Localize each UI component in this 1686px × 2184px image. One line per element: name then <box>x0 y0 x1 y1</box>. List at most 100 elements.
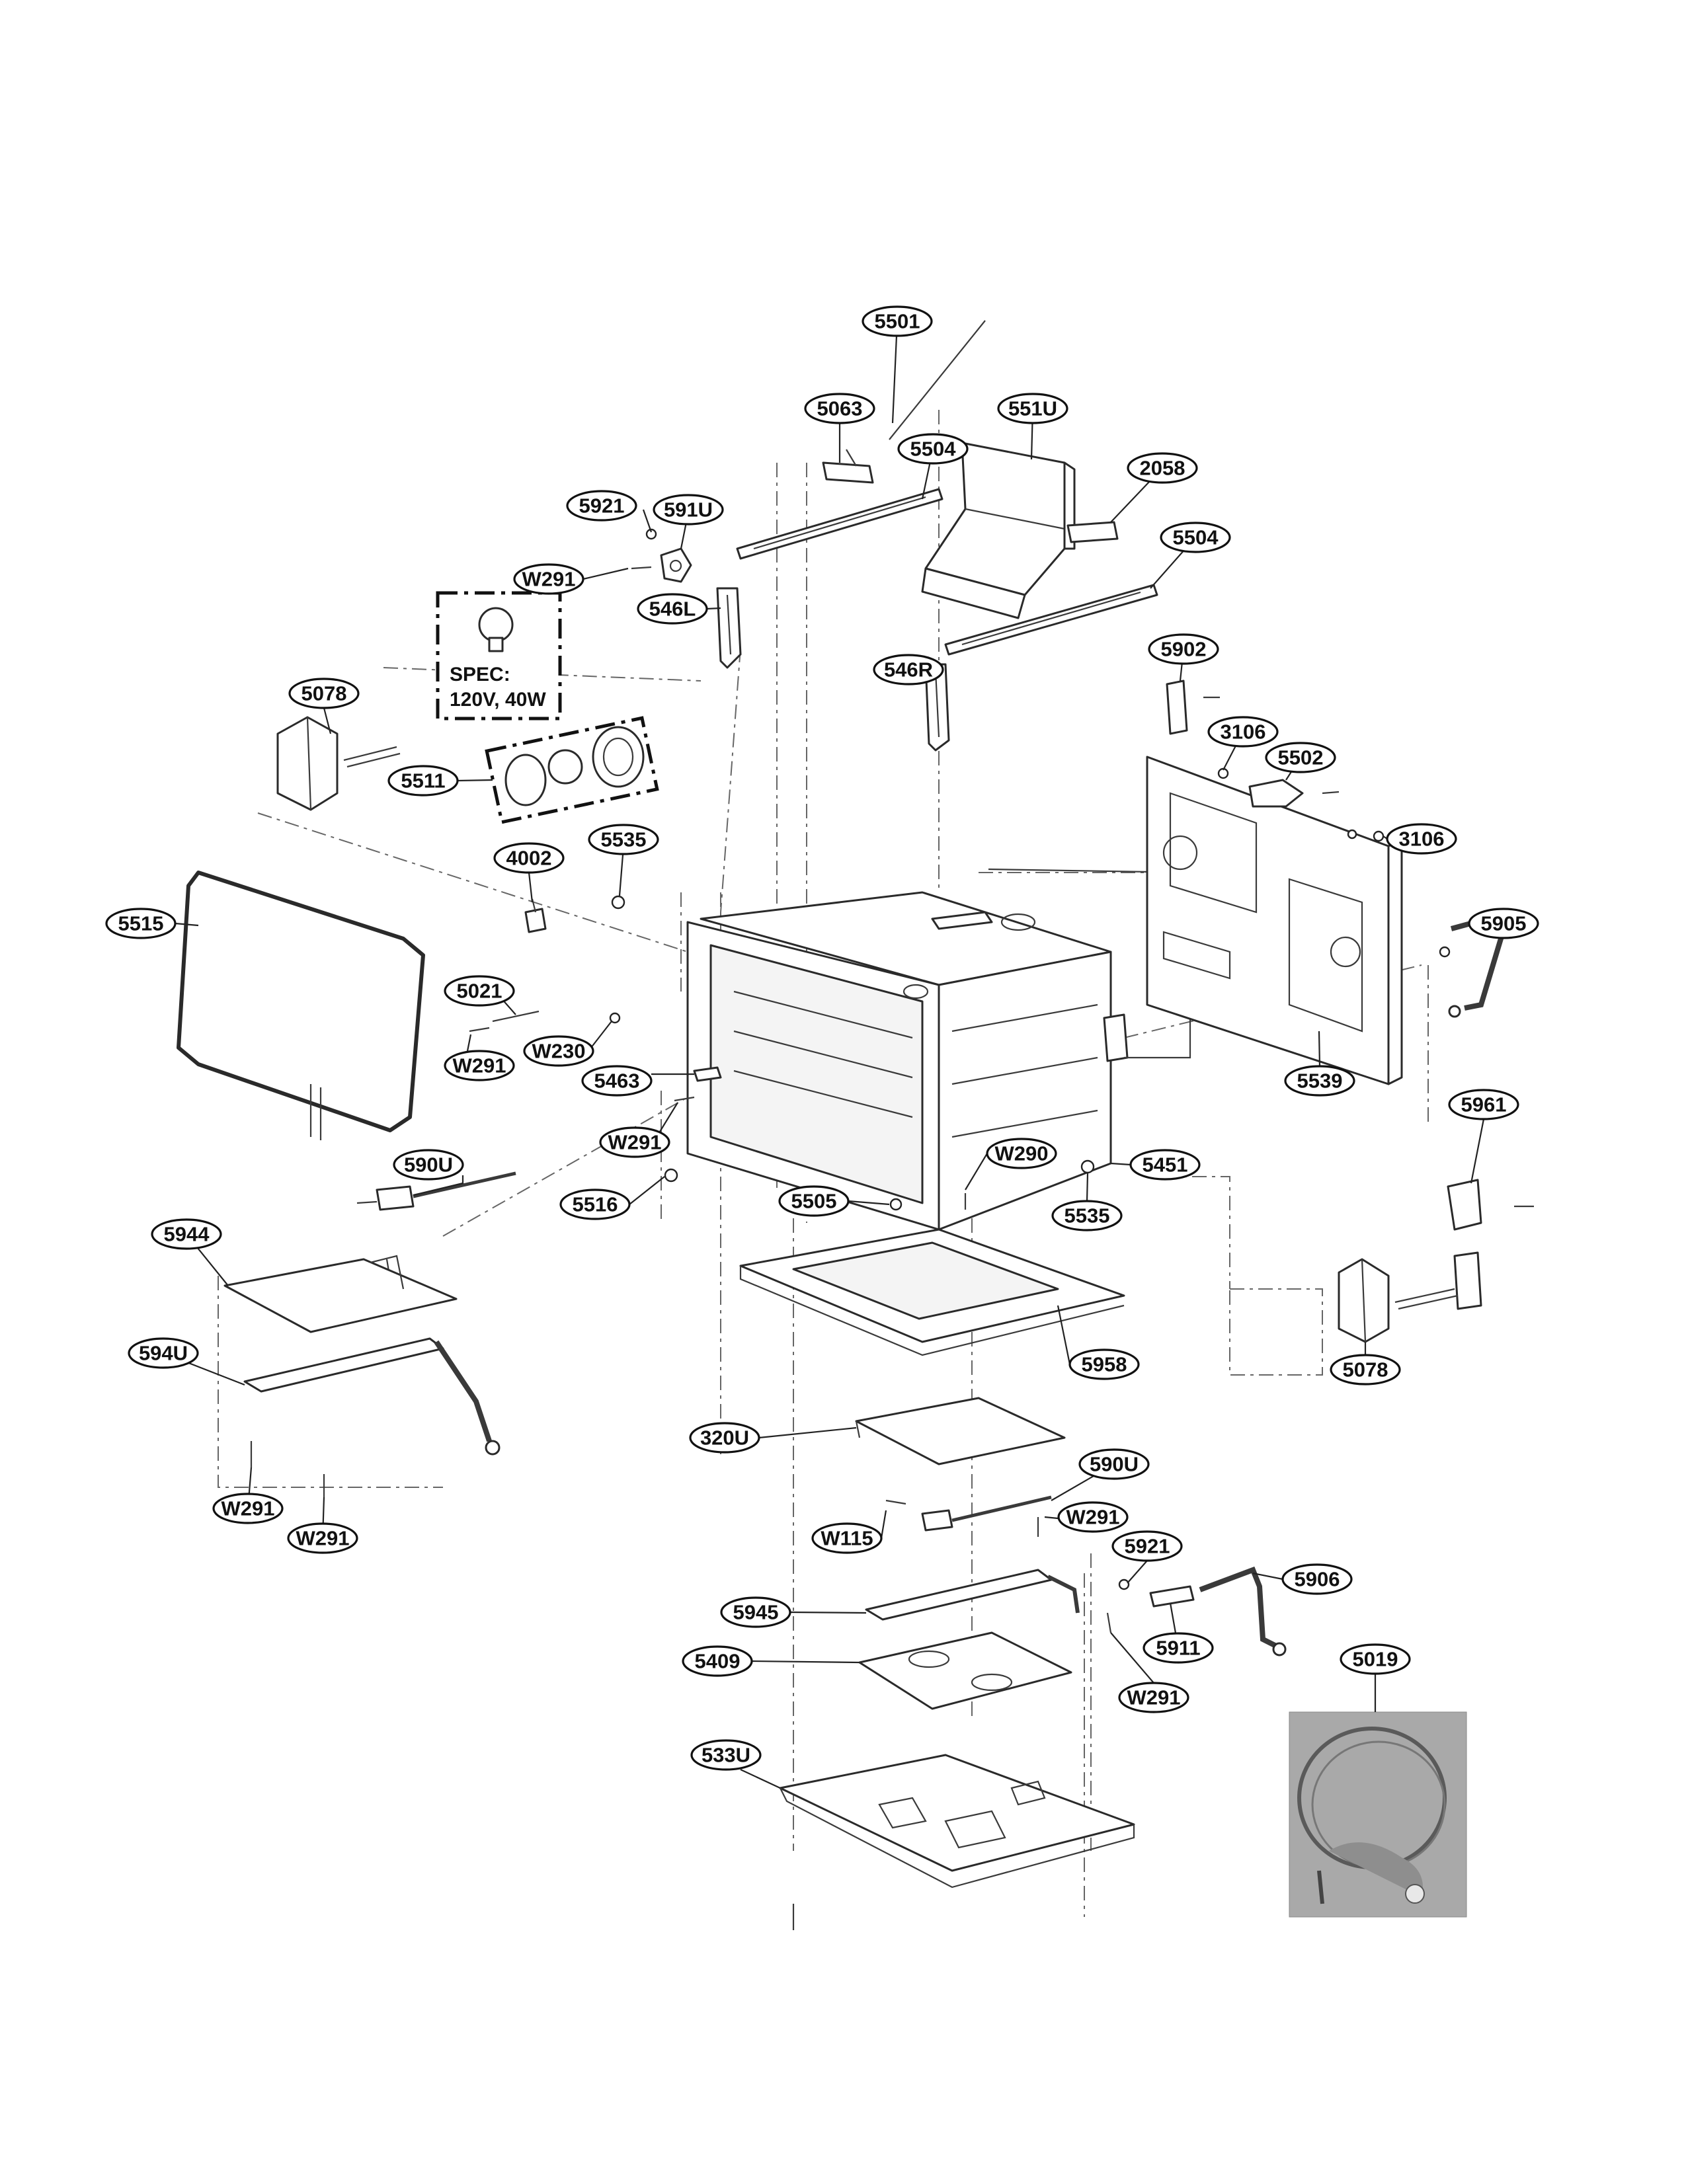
label-5021: 5021 <box>444 975 515 1007</box>
svg-text:W291: W291 <box>1066 1506 1120 1529</box>
screw-5921-top <box>645 528 657 540</box>
svg-text:5945: 5945 <box>733 1601 779 1624</box>
element-590U-left <box>356 1171 516 1211</box>
svg-text:5078: 5078 <box>1343 1358 1388 1382</box>
screw-3106-a <box>1217 767 1229 779</box>
svg-text:5501: 5501 <box>875 310 920 333</box>
cover-5409 <box>858 1631 1072 1710</box>
nut-5505 <box>889 1198 903 1211</box>
svg-text:320U: 320U <box>700 1426 749 1450</box>
svg-text:5502: 5502 <box>1278 746 1324 769</box>
back-panel-5539 <box>1146 756 1403 1085</box>
label-W230: W230 <box>523 1035 594 1067</box>
label-546R: 546R <box>873 654 944 685</box>
label-5539: 5539 <box>1284 1065 1355 1097</box>
label-W291-top: W291 <box>513 563 584 595</box>
svg-text:4002: 4002 <box>506 847 552 870</box>
tube-5906 <box>1199 1566 1287 1657</box>
svg-text:5451: 5451 <box>1143 1153 1188 1177</box>
svg-text:590U: 590U <box>404 1153 453 1177</box>
label-594U: 594U <box>128 1337 199 1369</box>
svg-text:590U: 590U <box>1090 1453 1139 1476</box>
switch-5961 <box>1447 1179 1534 1310</box>
label-5945: 5945 <box>720 1596 791 1628</box>
screw-near-5905 <box>1439 946 1451 958</box>
bracket-5944 <box>223 1255 458 1333</box>
screw-W115 <box>885 1499 906 1505</box>
label-5921-bottom: 5921 <box>1111 1530 1183 1562</box>
svg-text:W291: W291 <box>296 1527 350 1550</box>
svg-text:5539: 5539 <box>1297 1070 1343 1093</box>
label-5958: 5958 <box>1068 1348 1140 1380</box>
label-5078-left: 5078 <box>288 678 360 709</box>
svg-text:5944: 5944 <box>164 1223 210 1246</box>
svg-text:W230: W230 <box>532 1040 586 1063</box>
svg-text:5958: 5958 <box>1082 1353 1127 1376</box>
label-5911: 5911 <box>1143 1632 1214 1664</box>
label-3106-right: 3106 <box>1386 823 1457 855</box>
label-5501: 5501 <box>862 305 933 337</box>
svg-text:W115: W115 <box>821 1527 873 1550</box>
svg-text:5463: 5463 <box>594 1070 640 1093</box>
label-5502: 5502 <box>1265 742 1336 773</box>
door-gasket-5515 <box>177 871 425 1140</box>
screw-W291-5021 <box>469 1027 490 1033</box>
screw-W291-top <box>631 566 652 570</box>
svg-text:5535: 5535 <box>601 828 647 851</box>
svg-text:591U: 591U <box>664 498 713 522</box>
latch-5021 <box>492 1010 540 1023</box>
label-5905: 5905 <box>1468 908 1539 939</box>
switch-5902 <box>1166 680 1188 735</box>
spec-line-1: SPEC: <box>450 664 510 685</box>
sensor-4002 <box>524 898 547 933</box>
svg-text:5535: 5535 <box>1064 1204 1110 1228</box>
element-590U-bottom <box>921 1495 1052 1532</box>
svg-text:594U: 594U <box>139 1342 188 1365</box>
label-5961: 5961 <box>1448 1089 1519 1120</box>
svg-text:W290: W290 <box>995 1142 1049 1165</box>
label-5409: 5409 <box>682 1645 753 1677</box>
label-5944: 5944 <box>151 1218 222 1250</box>
label-5504-top: 5504 <box>897 433 969 465</box>
screw-3106-b <box>1373 830 1385 842</box>
label-5078-right: 5078 <box>1330 1354 1401 1385</box>
svg-text:5902: 5902 <box>1161 638 1207 661</box>
label-590U-bottom: 590U <box>1078 1448 1150 1480</box>
label-5902: 5902 <box>1148 633 1219 665</box>
svg-text:5911: 5911 <box>1156 1637 1200 1660</box>
svg-text:3106: 3106 <box>1221 721 1266 744</box>
label-590U-left: 590U <box>393 1149 464 1181</box>
burner-5945 <box>865 1569 1080 1621</box>
nut-5535-top <box>611 895 625 910</box>
label-W290: W290 <box>986 1138 1057 1169</box>
label-5921-top: 5921 <box>566 490 637 522</box>
svg-text:5921: 5921 <box>1125 1535 1170 1558</box>
screw-W230 <box>609 1012 621 1024</box>
rail-5504-left <box>736 488 943 560</box>
rail-5504-right <box>944 584 1158 656</box>
label-5535-top: 5535 <box>588 824 659 855</box>
tray-5958 <box>739 1228 1125 1356</box>
svg-text:5515: 5515 <box>118 912 164 935</box>
svg-text:3106: 3106 <box>1399 828 1445 851</box>
label-W291-left-2: W291 <box>287 1522 358 1554</box>
svg-text:W291: W291 <box>453 1054 506 1077</box>
svg-text:5021: 5021 <box>457 980 502 1003</box>
svg-text:551U: 551U <box>1008 397 1057 420</box>
svg-text:5905: 5905 <box>1481 912 1527 935</box>
bottom-pan-533U <box>779 1754 1135 1889</box>
svg-text:5961: 5961 <box>1461 1093 1507 1116</box>
svg-text:2058: 2058 <box>1140 457 1185 480</box>
hinge-546L <box>716 587 742 669</box>
label-5451: 5451 <box>1129 1149 1201 1181</box>
screw-5921-bottom <box>1118 1579 1130 1590</box>
svg-text:5516: 5516 <box>573 1193 618 1216</box>
nut-5516 <box>664 1168 678 1183</box>
screw-W291-5911 <box>1106 1612 1112 1633</box>
label-W291-left-1: W291 <box>212 1493 284 1524</box>
label-W291-mid-left: W291 <box>444 1050 515 1081</box>
svg-text:5505: 5505 <box>791 1190 837 1213</box>
label-W291-bottom-right: W291 <box>1057 1501 1129 1533</box>
svg-text:5409: 5409 <box>695 1650 741 1673</box>
bracket-2058 <box>1066 521 1119 543</box>
